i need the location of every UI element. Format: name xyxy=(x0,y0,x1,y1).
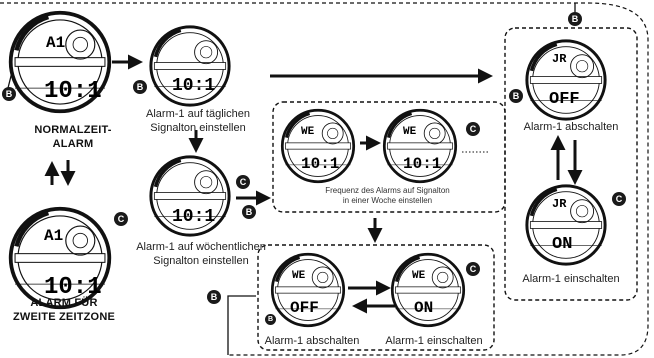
freq2-display-bottom: 10:1 xyxy=(403,155,441,173)
off-bottom-display-bottom: OFF xyxy=(290,299,319,317)
c-button-icon: C xyxy=(114,212,128,226)
watch-on-right: JR ON xyxy=(525,184,607,266)
label-on-right: Alarm-1 einschalten xyxy=(522,273,620,285)
b-button-icon: B xyxy=(265,314,276,325)
b-button-icon: B xyxy=(242,205,256,219)
freq1-display-top: WE xyxy=(301,126,315,138)
b-button-icon: B xyxy=(568,12,582,26)
bottom-group xyxy=(257,244,495,351)
off-right-display-bottom: OFF xyxy=(549,90,580,109)
watch-off-right: JR OFF xyxy=(525,39,607,121)
watch-on-bottom: WE ON xyxy=(390,252,466,328)
label-normal-alarm: NORMALZEIT- ALARM xyxy=(34,124,112,150)
label-dual-time: ALARM FÜR ZWEITE ZEITZONE xyxy=(13,297,115,323)
label-on-bottom: Alarm-1 einschalten xyxy=(385,335,483,347)
normal-display-top: A1 xyxy=(46,34,65,52)
right-group xyxy=(504,27,638,301)
weekly-display-bottom: 10:1 xyxy=(172,207,215,227)
watch-frequency-1: WE 10:1 xyxy=(280,108,356,184)
b-button-icon: B xyxy=(2,87,16,101)
label-weekly: Alarm-1 auf wöchentlichen Signalton eins… xyxy=(136,241,266,267)
watch-normal-alarm: A1 10:1 xyxy=(11,13,110,112)
c-button-icon: C xyxy=(466,122,480,136)
freq2-display-top: WE xyxy=(403,126,417,138)
on-bottom-display-top: WE xyxy=(412,270,426,282)
frequency-group xyxy=(272,101,506,213)
label-daily: Alarm-1 auf täglichen Signalton einstell… xyxy=(146,108,250,134)
dual-display-bottom: 10:1 xyxy=(44,274,102,301)
off-bottom-display-top: WE xyxy=(292,270,306,282)
watch-daily: 10:1 xyxy=(149,25,231,107)
label-frequency: Frequenz des Alarms auf Signalton in ein… xyxy=(325,186,450,205)
b-button-icon: B xyxy=(133,80,147,94)
b-button-icon: B xyxy=(207,290,221,304)
label-off-bottom: Alarm-1 abschalten xyxy=(264,335,360,347)
c-button-icon: C xyxy=(466,262,480,276)
daily-display-bottom: 10:1 xyxy=(172,76,215,96)
watch-weekly: 10:1 xyxy=(149,155,231,237)
c-button-icon: C xyxy=(236,175,250,189)
on-right-display-bottom: ON xyxy=(552,235,572,254)
watch-off-bottom: WE OFF xyxy=(270,252,346,328)
off-right-display-top: JR xyxy=(552,52,567,66)
c-button-icon: C xyxy=(612,192,626,206)
watch-frequency-2: WE 10:1 xyxy=(382,108,458,184)
label-off-right: Alarm-1 abschalten xyxy=(523,121,619,133)
normal-display-bottom: 10:1 xyxy=(44,78,102,105)
dual-display-top: A1 xyxy=(44,227,63,245)
on-bottom-display-bottom: ON xyxy=(414,299,433,317)
freq1-display-bottom: 10:1 xyxy=(301,155,339,173)
on-right-display-top: JR xyxy=(552,197,567,211)
b-button-icon: B xyxy=(509,89,523,103)
flow-arrows xyxy=(44,54,583,314)
watch-dual-time: A1 10:1 xyxy=(11,209,110,308)
